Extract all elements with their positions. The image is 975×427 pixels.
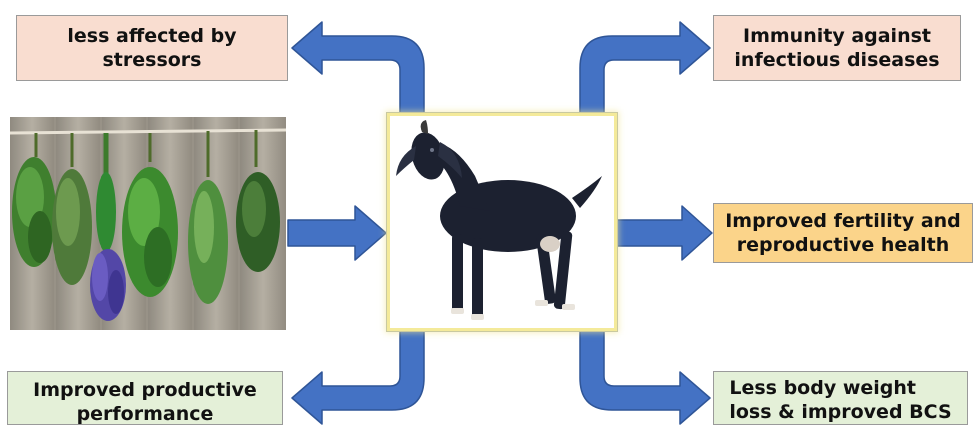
arrow-to-productive-shape (292, 331, 424, 424)
stressors-line-2: stressors (102, 49, 201, 71)
black-goat-image (390, 116, 614, 328)
arrow-to-immunity-shape (580, 22, 710, 113)
arrow-herbs-to-goat (288, 206, 386, 260)
bcs-line-2: loss & improved BCS (729, 400, 951, 424)
arrow-to-fertility (617, 206, 712, 260)
bcs-line-1: Less body weight (729, 376, 951, 400)
productive-line-2: performance (33, 402, 257, 426)
stressors-line-1: less affected by (67, 25, 236, 47)
immunity-line-1: Immunity against (743, 25, 931, 47)
productive-line-1: Improved productive (33, 378, 257, 402)
immunity-line-2: infectious diseases (734, 49, 939, 71)
goat-image-frame (387, 113, 617, 331)
arrow-to-stressors-shape (292, 22, 424, 113)
fertility-line-2: reproductive health (737, 234, 950, 256)
hanging-herbs-image (10, 117, 286, 330)
fertility-line-1: Improved fertility and (725, 210, 961, 232)
arrow-to-bcs-shape (580, 331, 710, 424)
